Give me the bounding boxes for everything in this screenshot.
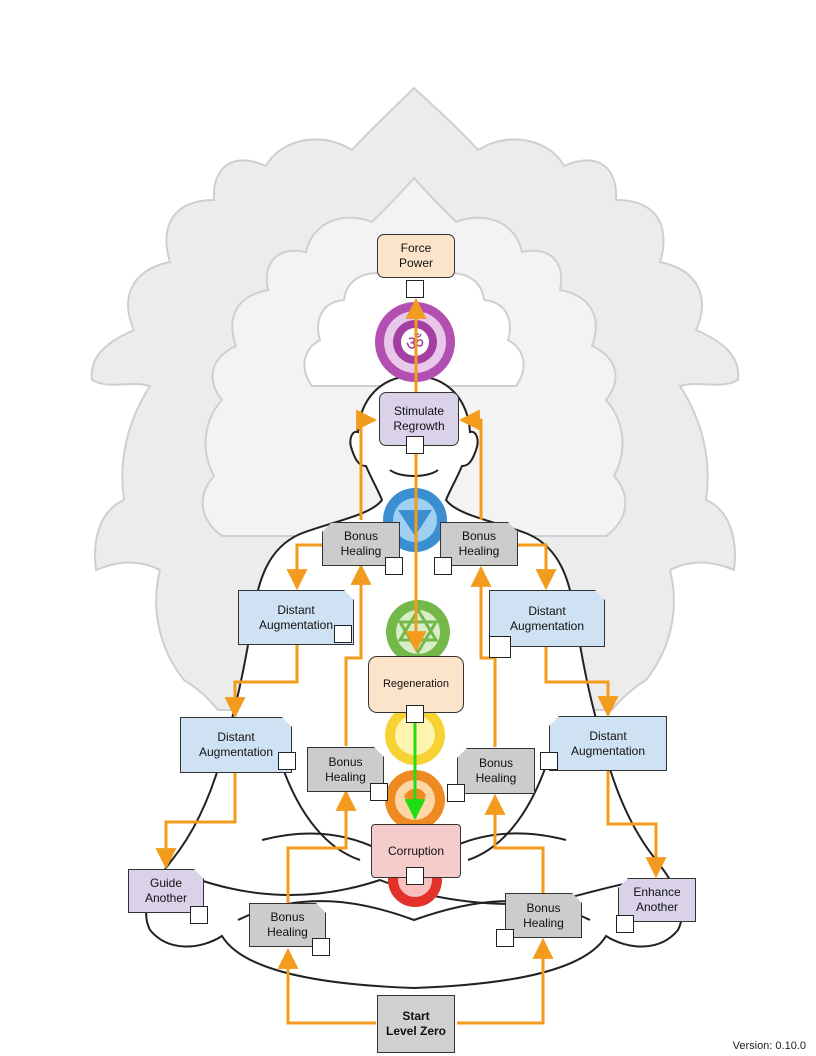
force-power-node[interactable]: Force Power [377, 234, 455, 278]
bonus-healing-upper-left-label-line1: Bonus [343, 529, 379, 543]
distant-augmentation-4-node[interactable]: Distant Augmentation [549, 716, 667, 771]
bonus-healing-low-left-label-line1: Bonus [270, 910, 305, 924]
force-power-checkbox[interactable] [406, 280, 424, 298]
guide-another-label-line2: Another [144, 891, 188, 905]
bonus-healing-mid-right-checkbox[interactable] [447, 784, 465, 802]
distant-augmentation-3-checkbox[interactable] [278, 752, 296, 770]
enhance-another-node[interactable]: Enhance Another [618, 878, 696, 922]
guide-another-node[interactable]: Guide Another [128, 869, 204, 913]
distant-augmentation-2-label-line2: Augmentation [509, 618, 585, 633]
regeneration-node[interactable]: Regeneration [368, 656, 464, 713]
arrow-bonus-upper-left-to-stimulate-regrowth [356, 409, 378, 520]
bonus-healing-low-left-node[interactable]: Bonus Healing [249, 903, 326, 947]
bonus-healing-mid-right-node[interactable]: Bonus Healing [457, 748, 535, 794]
start-label-line2: Level Zero [385, 1024, 447, 1038]
arrow-distant-aug-3-to-guide-another [155, 773, 237, 870]
arrow-distant-aug-2-to-distant-aug-4 [544, 647, 619, 718]
distant-augmentation-4-label-line1: Distant [589, 728, 627, 743]
distant-augmentation-1-node[interactable]: Distant Augmentation [238, 590, 354, 645]
bonus-healing-low-left-label-line2: Healing [267, 925, 308, 939]
start-node[interactable]: Start Level Zero [377, 995, 455, 1053]
bonus-healing-low-right-label-line1: Bonus [526, 900, 561, 915]
regeneration-checkbox[interactable] [406, 705, 424, 723]
arrow-bonus-low-right-to-bonus-mid-right [484, 793, 545, 893]
arrow-distant-aug-1-to-distant-aug-3 [224, 645, 299, 719]
bonus-healing-mid-left-checkbox[interactable] [370, 783, 388, 801]
bonus-healing-mid-left-label-line1: Bonus [328, 754, 363, 769]
bonus-healing-low-right-checkbox[interactable] [496, 929, 514, 947]
connection-arrows [155, 297, 667, 1025]
bonus-healing-mid-left-label-line2: Healing [325, 769, 366, 784]
distant-augmentation-1-label-line1: Distant [277, 602, 315, 617]
distant-augmentation-2-checkbox[interactable] [489, 636, 511, 658]
bonus-healing-low-right-label-line2: Healing [523, 915, 564, 930]
arrow-start-to-bonus-low-right [457, 937, 554, 1025]
force-power-label-line2: Power [398, 256, 433, 270]
enhance-another-label-line2: Another [635, 900, 679, 914]
heart-chakra [386, 600, 450, 664]
distant-augmentation-3-label-line1: Distant [217, 730, 255, 744]
bonus-healing-upper-left-checkbox[interactable] [385, 557, 403, 575]
bonus-healing-upper-left-node[interactable]: Bonus Healing [322, 522, 400, 566]
stimulate-regrowth-checkbox[interactable] [406, 436, 424, 454]
arrow-bonus-upper-right-to-distant-aug-2 [518, 543, 557, 591]
enhance-another-checkbox[interactable] [616, 915, 634, 933]
arrow-bonus-upper-left-to-distant-aug-1 [286, 543, 322, 591]
arrow-bonus-low-left-to-bonus-mid-left [286, 789, 357, 903]
bonus-healing-mid-right-label-line1: Bonus [478, 756, 514, 770]
guide-another-label-line1: Guide [149, 876, 183, 890]
bonus-healing-upper-right-label-line2: Healing [458, 544, 500, 558]
bonus-healing-low-right-node[interactable]: Bonus Healing [505, 893, 582, 938]
arrow-start-to-bonus-low-left [277, 947, 376, 1025]
corruption-checkbox[interactable] [406, 867, 424, 885]
start-label-line1: Start [402, 1009, 430, 1023]
force-power-label-line1: Force [400, 241, 432, 255]
bonus-healing-upper-left-label-line2: Healing [340, 544, 382, 558]
arrow-distant-aug-4-to-enhance-another [606, 771, 667, 879]
arrow-bonus-mid-right-to-bonus-upper-right [470, 565, 497, 747]
bonus-healing-mid-right-label-line2: Healing [475, 771, 517, 785]
bonus-healing-upper-right-node[interactable]: Bonus Healing [440, 522, 518, 566]
arrow-bonus-upper-right-to-stimulate-regrowth [458, 409, 483, 520]
distant-augmentation-1-label-line2: Augmentation [258, 617, 334, 632]
distant-augmentation-4-label-line2: Augmentation [570, 743, 646, 758]
version-label: Version: 0.10.0 [732, 1040, 806, 1052]
guide-another-checkbox[interactable] [190, 906, 208, 924]
arrow-bonus-mid-left-to-bonus-upper-left [344, 563, 372, 746]
stimulate-regrowth-label-line2: Regrowth [393, 419, 445, 433]
bonus-healing-low-left-checkbox[interactable] [312, 938, 330, 956]
regeneration-label: Regeneration [382, 678, 450, 690]
distant-augmentation-4-checkbox[interactable] [540, 752, 558, 770]
enhance-another-label-line1: Enhance [633, 885, 681, 899]
distant-augmentation-3-label-line2: Augmentation [198, 745, 274, 759]
stimulate-regrowth-label-line1: Stimulate [393, 404, 445, 418]
bonus-healing-upper-right-checkbox[interactable] [434, 557, 452, 575]
distant-augmentation-2-label-line1: Distant [528, 603, 566, 618]
bonus-healing-upper-right-label-line1: Bonus [461, 529, 497, 543]
distant-augmentation-3-node[interactable]: Distant Augmentation [180, 717, 292, 773]
distant-augmentation-1-checkbox[interactable] [334, 625, 352, 643]
corruption-label: Corruption [387, 843, 445, 858]
